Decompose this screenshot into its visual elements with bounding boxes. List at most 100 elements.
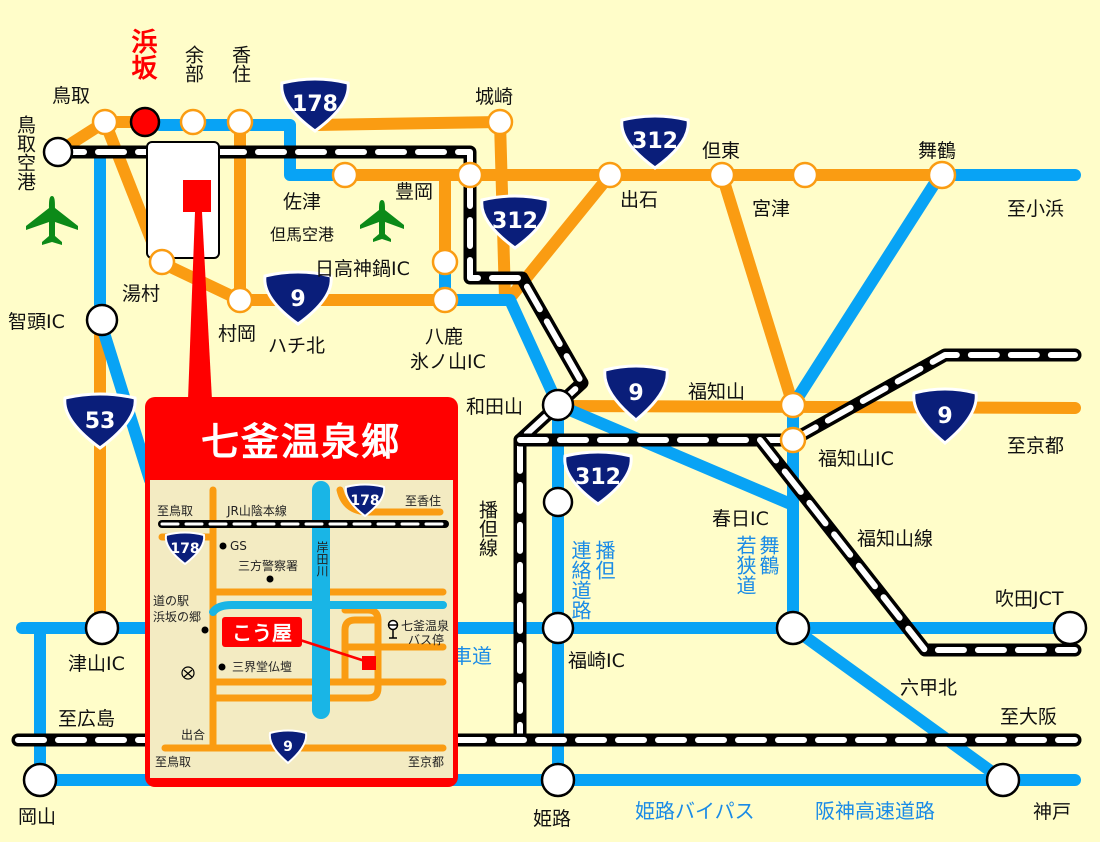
station-fukuchiyama-ic[interactable] [779,426,807,454]
station-suita-jct[interactable] [1052,610,1088,646]
inset-jr-line: JR山陰本線 [226,503,287,518]
station-yoka[interactable] [431,286,459,314]
label-bantan-road-a: 播但 [592,540,616,580]
station-kinosaki[interactable] [486,108,514,136]
label-toyooka: 豊岡 [395,181,433,203]
label-hachikita: ハチ北 [268,335,325,357]
kouya-badge[interactable] [222,617,302,647]
svg-text:178: 178 [170,541,199,557]
station-toyooka[interactable] [456,161,484,189]
route-shields: 178 312 312 9 53 9 9 312 [63,77,978,506]
inset-bus-stop-1: 七釜温泉 [401,618,449,633]
inset-route-178-shield: 178 [344,483,386,518]
station-kobe[interactable] [985,762,1021,798]
bus-stop-icon [387,619,399,639]
inset-butsudan: 三界堂仏壇 [232,659,292,674]
label-himeji-bypass: 姫路バイパス [635,799,755,823]
kouya-pointer [299,638,369,664]
label-to-osaka: 至大阪 [1000,706,1057,728]
route-53-shield: 53 [63,392,137,450]
label-maizuru: 舞鶴 [918,140,956,162]
label-wadayama: 和田山 [466,396,523,418]
svg-text:312: 312 [632,129,678,154]
butsudan-marker [218,663,226,671]
kouya-location-marker[interactable] [362,656,376,670]
label-fukuchiyama-line: 福知山線 [857,528,933,550]
station-yumura[interactable] [148,248,176,276]
station-muraoka[interactable] [226,286,254,314]
label-izushi: 出石 [620,189,658,211]
label-hanshin-expressway: 阪神高速道路 [815,799,935,823]
svg-text:312: 312 [492,209,538,234]
station-maizuru[interactable] [927,160,957,190]
label-yoka: 八鹿 [425,326,463,348]
gs-marker [219,542,227,550]
label-tsuyama-ic: 津山IC [68,653,125,675]
route-178-shield: 178 [280,77,350,133]
svg-text:178: 178 [292,92,338,117]
station-fukusaki-ic[interactable] [541,611,575,645]
label-kasumi: 香住 [229,45,251,83]
shichikama-location-marker [183,180,211,212]
label-himeji: 姫路 [533,808,571,830]
inset-gs: GS [230,539,247,553]
station-chizu-ic[interactable] [85,303,119,337]
station-tottori-airport[interactable] [42,136,74,168]
michinoeki-marker [201,626,209,634]
inset-to-tottori-top: 至鳥取 [157,503,193,518]
station-tottori[interactable] [91,108,119,136]
station-hidaka-ic[interactable] [431,248,459,276]
station-fukuchiyama[interactable] [779,391,807,419]
route-312-shield: 312 [563,450,633,506]
route-9-shield: 9 [603,364,669,422]
school-icon [181,666,195,680]
station-hamasaka[interactable] [129,106,161,138]
label-tajima-airport: 但馬空港 [270,225,334,244]
callout-pointer [188,212,212,400]
inset-route-178-shield: 178 [164,531,206,566]
inset-michinoeki: 道の駅 [153,594,189,608]
label-rokko-kita: 六甲北 [900,677,957,699]
svg-text:312: 312 [575,465,621,490]
svg-text:178: 178 [350,493,379,509]
junction-kasuga[interactable] [775,610,811,646]
label-suita-jct: 吹田JCT [995,588,1064,610]
svg-text:9: 9 [283,739,293,755]
shichikama-inset: 七釜温泉郷 178 178 9 [145,397,458,787]
label-bantan-road-b: 連絡道路 [568,540,592,620]
station-himeji[interactable] [540,762,576,798]
inset-michinoeki-name: 浜坂の郷 [153,610,201,624]
inset-police: 三方警察署 [238,558,298,573]
station-kasumi[interactable] [226,108,254,136]
label-to-obama: 至小浜 [1007,198,1064,220]
inset-route-9-shield: 9 [268,729,308,765]
inset-to-tottori-bottom: 至鳥取 [155,754,191,769]
junction-312[interactable] [542,486,574,518]
label-kinosaki: 城崎 [475,86,513,108]
station-tsuyama-ic[interactable] [84,610,120,646]
label-chizu-ic: 智頭IC [8,311,65,333]
label-tottori-airport: 鳥取空港 [14,115,36,191]
station-miyazu[interactable] [791,161,819,189]
station-amarube[interactable] [179,108,207,136]
label-bantan-line: 播但線 [476,500,498,557]
map-labels: 浜坂 余部 香住 鳥取 鳥取空港 城崎 佐津 豊岡 但馬空港 出石 但東 宮津 … [8,28,1071,830]
label-maizuru-road-b: 若狭道 [733,535,757,595]
station-izushi[interactable] [596,161,624,189]
station-tanto[interactable] [708,161,736,189]
station-wadayama[interactable] [541,388,575,422]
label-muraoka: 村岡 [218,323,256,345]
label-okayama: 岡山 [18,806,56,828]
station-satsu[interactable] [331,161,359,189]
svg-text:53: 53 [85,409,116,434]
airplane-icon [360,200,404,242]
label-chugoku-expressway: 車道 [452,644,492,668]
label-satsu: 佐津 [283,191,321,213]
inset-title: 七釜温泉郷 [201,420,401,464]
label-maizuru-road-a: 舞鶴 [756,535,780,576]
route-9-shield: 9 [912,387,978,445]
label-kasuga-ic: 春日IC [712,508,769,530]
label-kobe: 神戸 [1033,801,1071,823]
station-okayama[interactable] [22,762,58,798]
